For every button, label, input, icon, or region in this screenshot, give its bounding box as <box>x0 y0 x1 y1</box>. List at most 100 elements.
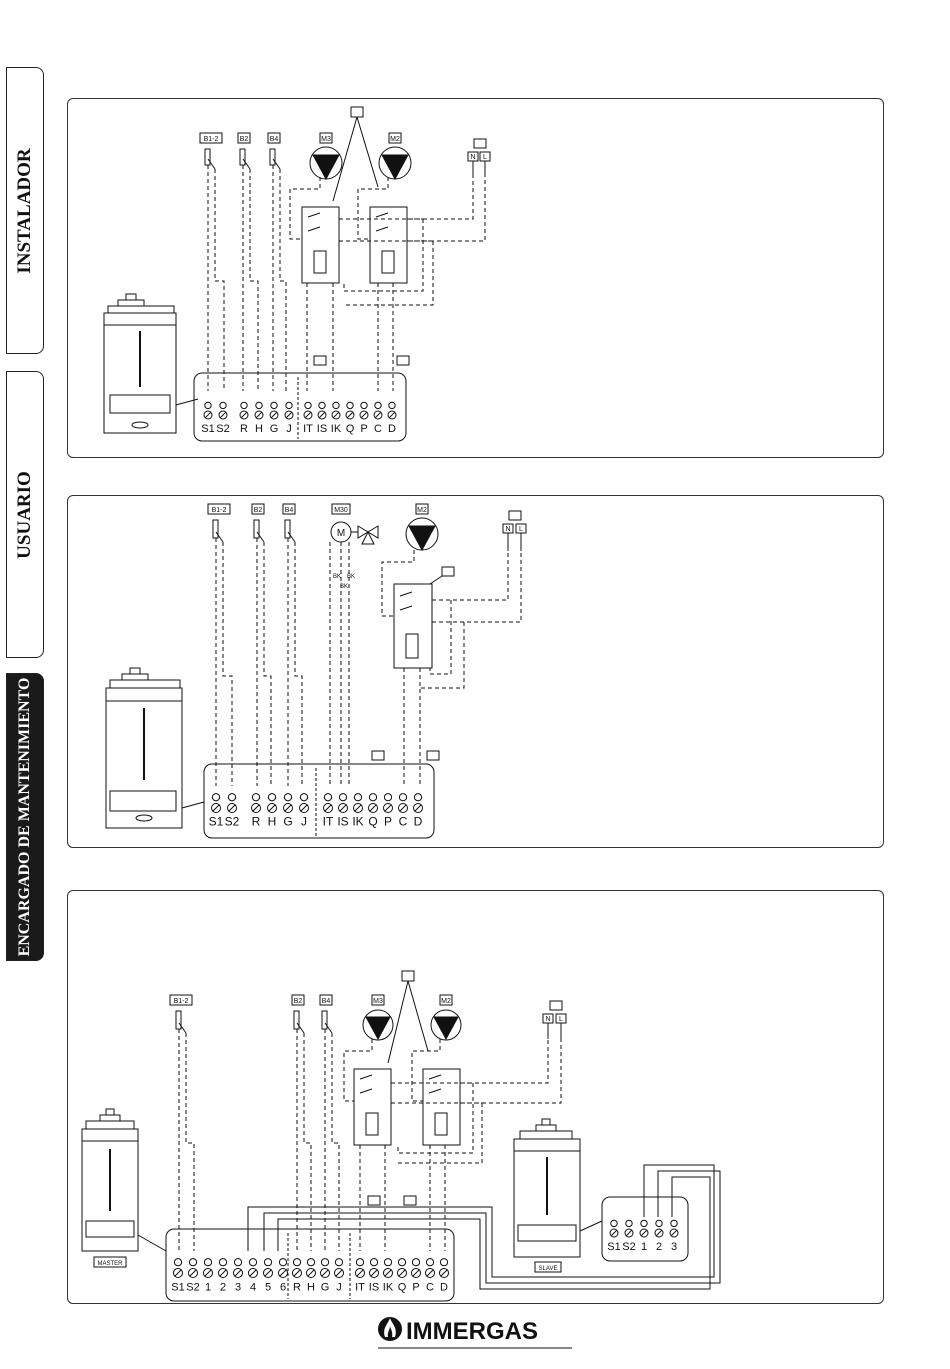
terminal-label: H <box>268 815 277 829</box>
terminal-label: IS <box>369 1282 379 1294</box>
pump-m2-icon: M2 <box>431 995 461 1040</box>
terminal-label: J <box>336 1282 342 1294</box>
terminal-label: R <box>293 1282 301 1294</box>
master-boiler-icon: MASTER <box>82 1109 166 1267</box>
terminal-label: IK <box>331 423 342 435</box>
svg-text:M2: M2 <box>441 998 451 1005</box>
pump-m2-icon: M2 <box>379 133 411 179</box>
svg-text:M30: M30 <box>334 507 348 514</box>
terminal-label: D <box>388 423 396 435</box>
svg-text:M: M <box>337 528 345 539</box>
tab-mantenimiento[interactable]: ENCARGADO DE MANTENIMIENTO <box>6 673 44 961</box>
terminal-label: S1 <box>171 1282 184 1294</box>
svg-text:L: L <box>519 526 523 533</box>
svg-text:M2: M2 <box>390 136 400 143</box>
relay-2-icon <box>370 207 407 283</box>
terminal-label: S2 <box>216 423 229 435</box>
terminal-label: IK <box>383 1282 394 1294</box>
terminal-label: S1 <box>607 1241 620 1253</box>
svg-text:M3: M3 <box>321 136 331 143</box>
terminal-label: 3 <box>235 1282 241 1294</box>
svg-text:L: L <box>559 1016 563 1023</box>
immergas-logo: IMMERGAS <box>376 1312 576 1360</box>
sensor-b2-icon: B2 <box>292 995 304 1033</box>
bus-cables <box>248 1165 720 1289</box>
valve-m30-icon: M30 M BK BK BK <box>331 504 378 590</box>
tab-usuario[interactable]: USUARIO <box>6 371 44 658</box>
terminal-label: 4 <box>250 1282 256 1294</box>
power-supply-icon: N L <box>543 1001 566 1039</box>
terminal-label: 6 <box>280 1282 286 1294</box>
terminal-label: 3 <box>671 1241 677 1253</box>
relay-icon <box>394 567 454 668</box>
wiring-diagram-3: MASTER SLAVE B1-2 B2 B4 <box>68 891 884 1304</box>
svg-text:L: L <box>483 154 487 161</box>
slave-label: SLAVE <box>539 1266 558 1272</box>
diagram-panel-3: MASTER SLAVE B1-2 B2 B4 <box>67 890 884 1304</box>
svg-text:B2: B2 <box>254 507 263 514</box>
boiler-icon <box>104 294 198 433</box>
sensor-b4-icon: B4 <box>320 995 332 1033</box>
terminal-label: S2 <box>186 1282 199 1294</box>
terminal-label: J <box>301 815 307 829</box>
sensor-b4-icon: B4 <box>268 133 280 169</box>
terminal-label: S1 <box>201 423 214 435</box>
relay-1-icon <box>302 207 339 283</box>
svg-text:B2: B2 <box>240 136 249 143</box>
svg-text:B2: B2 <box>294 998 303 1005</box>
diagram-panel-2: B1-2 B2 B4 M30 M BK BK BK M2 <box>67 495 884 848</box>
terminal-label: C <box>426 1282 434 1294</box>
terminal-label: J <box>286 423 292 435</box>
diagram-panel-1: B1-2 B2 B4 M3 M2 N <box>67 98 884 458</box>
sensor-b2-icon: B2 <box>252 504 264 542</box>
tab-usuario-label: USUARIO <box>14 471 36 559</box>
terminal-label: P <box>384 815 392 829</box>
svg-text:B1-2: B1-2 <box>174 998 189 1005</box>
power-supply-icon: N L <box>503 511 526 551</box>
sensor-b1-2-icon: B1-2 <box>170 995 192 1033</box>
terminal-label: P <box>412 1282 419 1294</box>
terminal-label: C <box>374 423 382 435</box>
svg-text:N: N <box>505 526 510 533</box>
sensor-b1-2-icon: B1-2 <box>200 133 222 169</box>
svg-text:B4: B4 <box>322 998 331 1005</box>
terminal-label: S1 <box>209 815 224 829</box>
terminal-label: G <box>270 423 279 435</box>
svg-text:BK: BK <box>347 574 355 580</box>
power-supply-icon: N L <box>468 139 490 177</box>
svg-text:M3: M3 <box>373 998 383 1005</box>
svg-text:B1-2: B1-2 <box>204 136 219 143</box>
terminal-label: 1 <box>205 1282 211 1294</box>
pump-m3-icon: M3 <box>310 133 342 179</box>
terminal-label: 5 <box>265 1282 271 1294</box>
boiler-icon <box>106 668 204 828</box>
terminal-label: D <box>440 1282 448 1294</box>
master-label: MASTER <box>97 1261 123 1267</box>
terminal-label: 1 <box>641 1241 647 1253</box>
terminal-label: Q <box>398 1282 407 1294</box>
svg-text:N: N <box>470 154 475 161</box>
relay-2-icon <box>423 1069 460 1145</box>
terminal-label: R <box>240 423 248 435</box>
terminal-label: 2 <box>656 1241 662 1253</box>
tab-instalador[interactable]: INSTALADOR <box>6 67 44 354</box>
terminal-label: IT <box>303 423 313 435</box>
terminal-label: IS <box>337 815 348 829</box>
wiring-diagram-1: B1-2 B2 B4 M3 M2 N <box>68 99 884 458</box>
terminal-label: G <box>321 1282 330 1294</box>
svg-text:BK: BK <box>333 574 341 580</box>
sensor-b1-2-icon: B1-2 <box>208 504 230 542</box>
slave-boiler-icon: SLAVE <box>514 1119 602 1272</box>
sensor-b4-icon: B4 <box>283 504 295 542</box>
terminal-label: H <box>307 1282 315 1294</box>
flame-icon <box>378 1317 402 1341</box>
terminal-label: G <box>283 815 292 829</box>
terminal-label: S2 <box>225 815 240 829</box>
terminal-label: P <box>360 423 367 435</box>
terminal-label: Q <box>346 423 355 435</box>
svg-text:B1-2: B1-2 <box>212 507 227 514</box>
wiring-diagram-2: B1-2 B2 B4 M30 M BK BK BK M2 <box>68 496 884 848</box>
